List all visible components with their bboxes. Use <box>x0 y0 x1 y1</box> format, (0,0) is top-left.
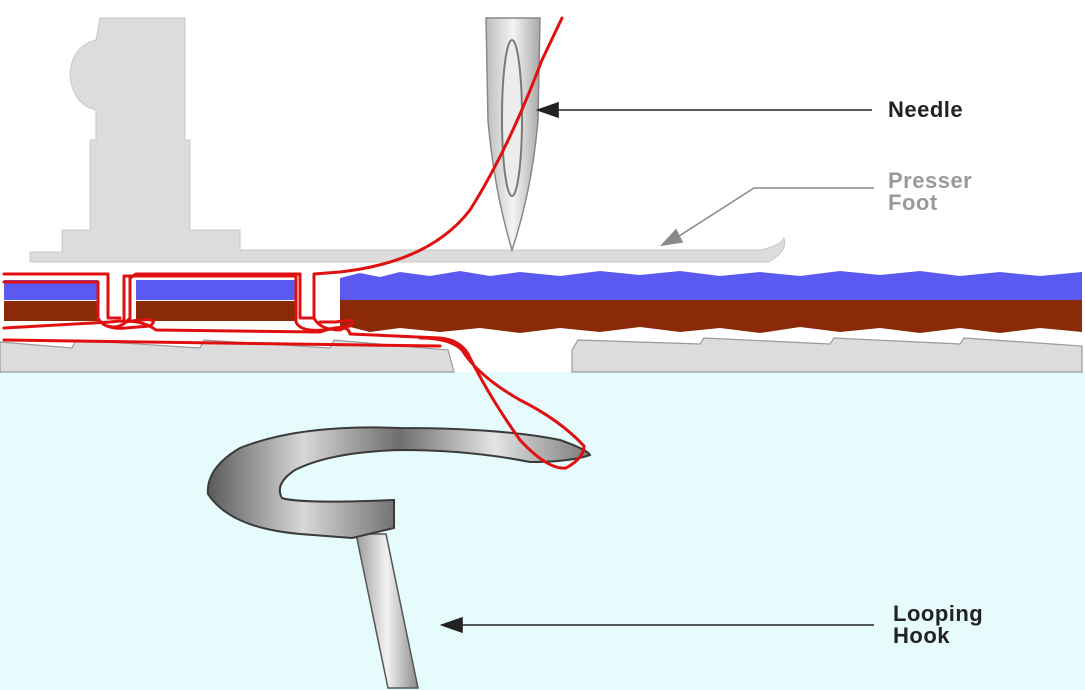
fabric-top-left-2 <box>136 280 296 300</box>
presser-foot-label-line1: Presser <box>888 168 973 193</box>
needle-eye <box>501 39 523 197</box>
machine-bed <box>0 372 1085 690</box>
throat-plate-right <box>571 337 1083 373</box>
fabric-top-right <box>340 271 1082 302</box>
presser-foot <box>29 17 786 263</box>
fabric-top-left-1 <box>4 280 98 300</box>
looping-hook-label-line2: Hook <box>893 623 950 648</box>
fabric-bottom-left-1 <box>4 301 98 321</box>
looping-hook-label-line1: Looping <box>893 601 984 626</box>
presser-foot-pointer <box>659 187 874 247</box>
presser-foot-label-line2: Foot <box>888 190 938 215</box>
presser-foot-label: Presser Foot <box>888 170 972 214</box>
pointers <box>439 101 874 634</box>
hook-shaft <box>355 533 419 689</box>
looping-hook <box>206 426 592 540</box>
fabric-bottom-right <box>340 300 1082 333</box>
fabric-bottom-left-2 <box>136 301 296 321</box>
needle-label: Needle <box>888 97 964 122</box>
throat-plate-left <box>0 339 455 373</box>
thread <box>2 16 586 470</box>
looping-hook-label: Looping Hook <box>893 603 983 647</box>
